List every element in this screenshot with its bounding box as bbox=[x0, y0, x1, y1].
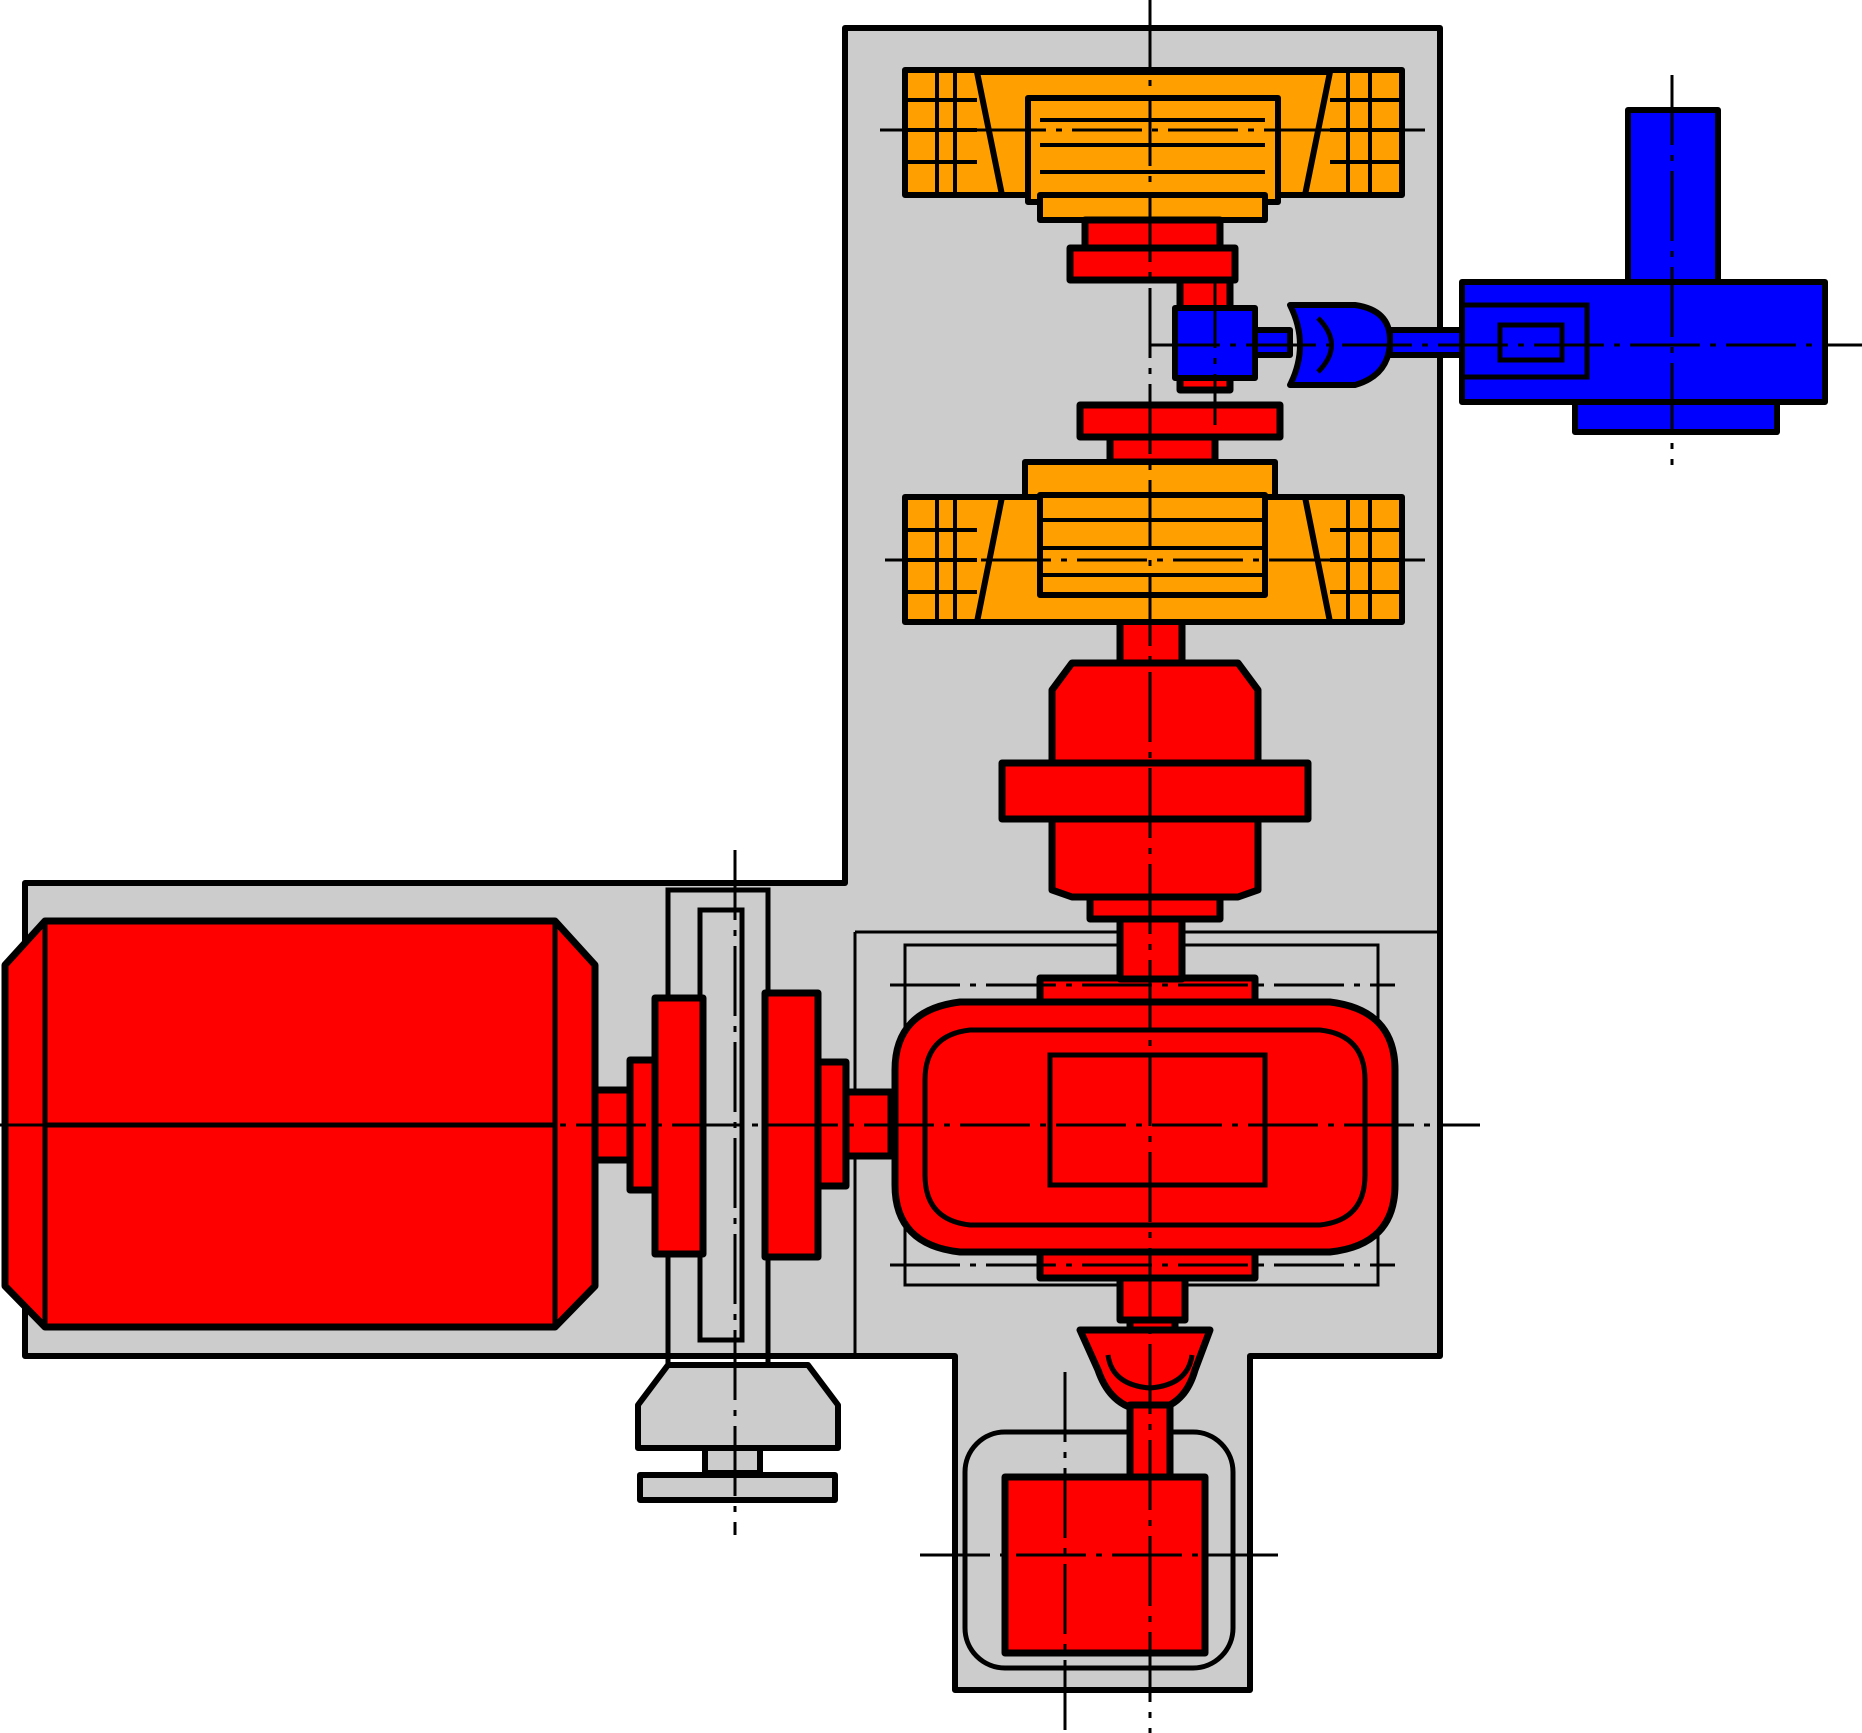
upper-roll bbox=[902, 67, 1405, 284]
side-actuator bbox=[1459, 107, 1828, 435]
lower-drive-unit bbox=[1001, 1274, 1214, 1657]
universal-joint bbox=[1172, 302, 1468, 388]
shaft-coupling bbox=[591, 989, 895, 1261]
vertical-coupling bbox=[998, 601, 1312, 983]
